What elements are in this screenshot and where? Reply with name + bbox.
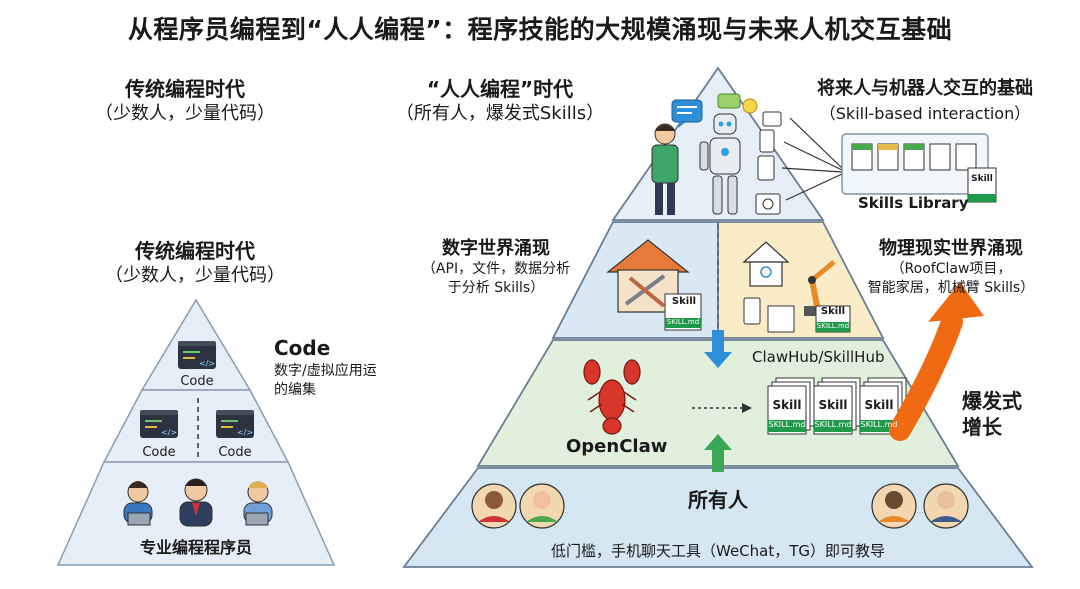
- device-icons: [755, 111, 782, 215]
- code-heading: Code: [274, 336, 331, 360]
- code-window-icon: </>: [178, 341, 216, 369]
- right-header: “人人编程”时代 （所有人，爆发式Skills）: [372, 76, 628, 126]
- skill-stacks: [767, 377, 907, 435]
- right-header-subtitle: （所有人，爆发式Skills）: [395, 103, 605, 124]
- growth-line-1: 爆发式: [962, 389, 1022, 413]
- up-arrow-icon: [704, 434, 732, 472]
- code-window-icon: </>: [216, 410, 254, 438]
- skill-card-label: Skill: [820, 306, 846, 317]
- right-pyramid: [402, 66, 1034, 568]
- future-title: 将来人与机器人交互的基础: [817, 78, 1033, 99]
- skill-stack-file: SKILL.md: [860, 420, 898, 429]
- openclaw-label: OpenClaw: [566, 436, 668, 457]
- lobster-icon: [583, 359, 641, 435]
- svg-text:</>: </>: [199, 359, 215, 368]
- right-tier-base: [402, 467, 1034, 568]
- right-header-title: “人人编程”时代: [426, 77, 574, 101]
- left-top-header-title: 传统编程时代: [125, 77, 245, 101]
- professional-programmers-label: 专业编程程序员: [139, 538, 252, 557]
- growth-label: 爆发式 增长: [962, 388, 1042, 440]
- code-description: 数字/虚拟应用运的编集: [274, 363, 377, 398]
- future-subtitle: （Skill-based interaction）: [819, 104, 1031, 123]
- human-figure-icon: [651, 123, 679, 215]
- growth-line-2: 增长: [962, 415, 1002, 439]
- house-tools-icon: [606, 239, 702, 331]
- left-pyramid-header: 传统编程时代 （少数人，少量代码）: [85, 238, 305, 288]
- physical-world: 物理现实世界涌现 （RoofClaw项目， 智能家居，机械臂 Skills）: [840, 238, 1062, 298]
- user-avatar: [519, 483, 565, 529]
- svg-text:</>: </>: [237, 428, 253, 437]
- skill-card-label: Skill: [971, 174, 993, 184]
- smart-home-icon: [742, 241, 795, 333]
- left-top-header: 传统编程时代 （少数人，少量代码）: [70, 76, 300, 126]
- hub-label: ClawHub/SkillHub: [752, 348, 885, 366]
- digital-title: 数字世界涌现: [442, 238, 550, 259]
- digital-subtitle-2: 于分析 Skills）: [447, 280, 545, 296]
- digital-world: 数字世界涌现 （API，文件，数据分析 于分析 Skills）: [404, 238, 588, 298]
- left-code-label-top: Code: [180, 374, 214, 389]
- skill-stack-file: SKILL.md: [768, 420, 806, 429]
- chat-bubble-icon: [717, 93, 741, 109]
- lightbulb-icon: [742, 98, 758, 114]
- user-avatar: [471, 483, 517, 529]
- svg-text:</>: </>: [161, 428, 177, 437]
- skill-stack-label: Skill: [818, 398, 848, 412]
- page-title: 从程序员编程到“人人编程”：程序技能的大规模涌现与未来人机交互基础: [127, 15, 953, 44]
- user-avatar: [923, 483, 969, 529]
- programmer-avatar: [179, 478, 213, 527]
- growth-arrow: [889, 282, 984, 441]
- programmer-avatar: [123, 481, 153, 526]
- digital-subtitle-1: （API，文件，数据分析: [421, 261, 571, 277]
- physical-subtitle-1: （RoofClaw项目，: [890, 261, 1012, 277]
- everyone-label: 所有人: [688, 488, 748, 512]
- skill-stack-label: Skill: [772, 398, 802, 412]
- left-pyramid-header-title: 传统编程时代: [135, 239, 255, 263]
- skill-stack-file: SKILL.md: [814, 420, 852, 429]
- skill-card-file: SKILL.md: [666, 318, 700, 326]
- down-arrow-icon: [704, 330, 732, 368]
- chat-bubble-icon: [671, 99, 703, 128]
- left-tier-mid: [102, 389, 290, 463]
- robot-arm-icon: [804, 260, 851, 333]
- dotted-arrow: [692, 403, 752, 413]
- left-top-header-subtitle: （少数人，少量代码）: [95, 103, 275, 124]
- skills-library-label: Skills Library: [858, 194, 969, 212]
- code-window-icon: </>: [140, 410, 178, 438]
- physical-subtitle-2: 智能家居，机械臂 Skills）: [867, 280, 1035, 296]
- base-description: 低门槛，手机聊天工具（WeChat，TG）即可教导: [550, 542, 886, 560]
- skills-library-panel: [841, 133, 997, 203]
- left-code-label-mid-right: Code: [218, 445, 252, 460]
- future-header: 将来人与机器人交互的基础 （Skill-based interaction）: [780, 76, 1070, 126]
- skill-stack-label: Skill: [864, 398, 894, 412]
- left-code-label-mid-left: Code: [142, 445, 176, 460]
- connector-arrows: [781, 117, 843, 201]
- robot-icon: [699, 113, 741, 215]
- left-pyramid-header-subtitle: （少数人，少量代码）: [105, 265, 285, 286]
- physical-title: 物理现实世界涌现: [879, 238, 1023, 259]
- left-pyramid: </> </> </>: [56, 298, 336, 566]
- skill-card-label: Skill: [671, 296, 697, 307]
- programmer-avatar: [243, 481, 273, 526]
- skill-card-file: SKILL.md: [816, 322, 850, 330]
- user-avatar: [871, 483, 917, 529]
